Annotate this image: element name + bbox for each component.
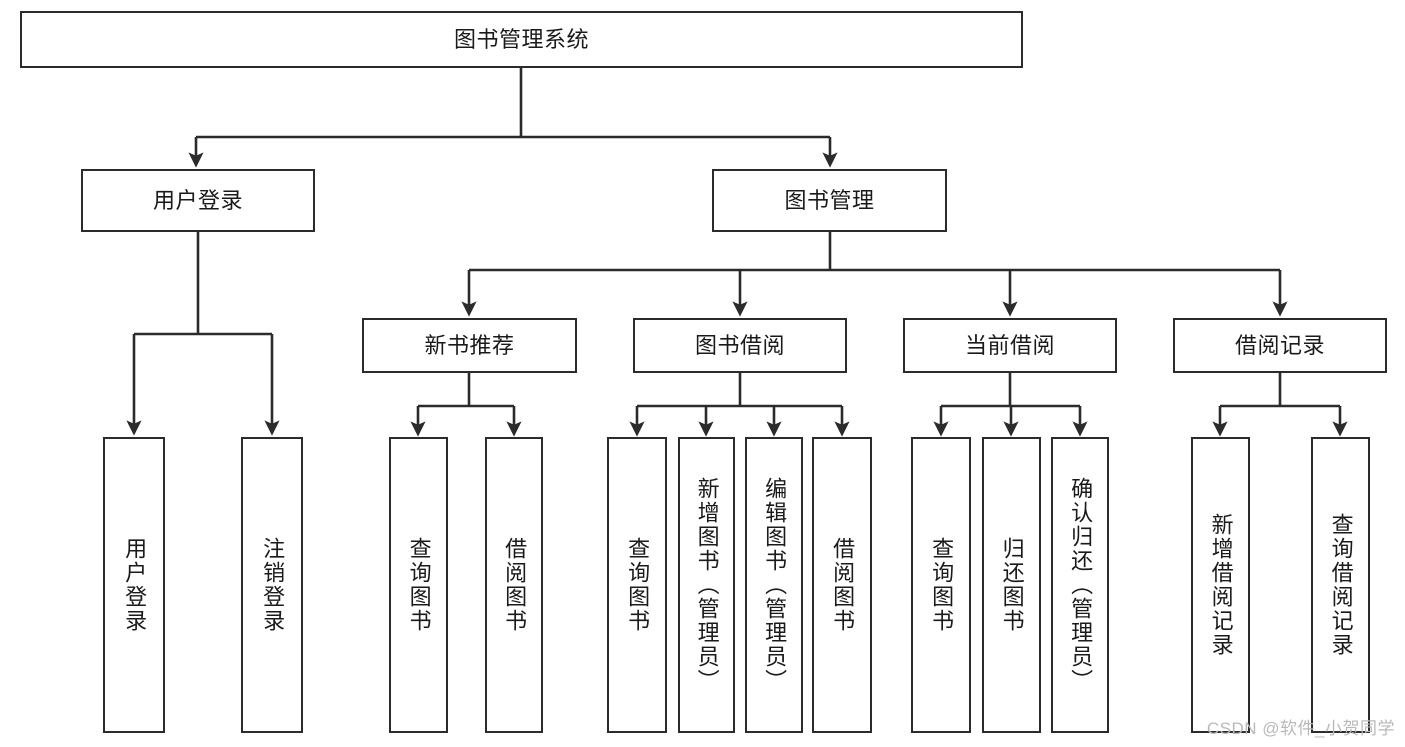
node-leaf-query-book-2[interactable]: 查询图书 xyxy=(607,437,667,733)
node-leaf-query-book-1[interactable]: 查询图书 xyxy=(389,437,448,733)
node-leaf-edit-book-label: 编辑图书（管理员） xyxy=(762,477,788,693)
node-leaf-query-record-label: 查询借阅记录 xyxy=(1328,513,1354,657)
watermark-text: CSDN @软件_小贺同学 xyxy=(1206,719,1395,738)
node-new-book-recommend[interactable]: 新书推荐 xyxy=(362,318,577,373)
node-leaf-return-book-label: 归还图书 xyxy=(999,537,1025,633)
node-leaf-confirm-return-label: 确认归还（管理员） xyxy=(1068,477,1094,693)
node-leaf-add-book[interactable]: 新增图书（管理员） xyxy=(678,437,735,733)
node-book-manage[interactable]: 图书管理 xyxy=(712,169,947,232)
node-leaf-return-book[interactable]: 归还图书 xyxy=(982,437,1041,733)
node-user-login-label: 用户登录 xyxy=(152,187,243,213)
node-leaf-query-record[interactable]: 查询借阅记录 xyxy=(1311,437,1370,733)
node-leaf-query-book-3-label: 查询图书 xyxy=(929,537,955,633)
node-new-book-recommend-label: 新书推荐 xyxy=(424,332,515,358)
node-leaf-borrow-book-1[interactable]: 借阅图书 xyxy=(485,437,543,733)
node-leaf-borrow-book-2[interactable]: 借阅图书 xyxy=(812,437,872,733)
node-leaf-edit-book[interactable]: 编辑图书（管理员） xyxy=(745,437,803,733)
node-leaf-user-login[interactable]: 用户登录 xyxy=(103,437,165,733)
node-book-manage-label: 图书管理 xyxy=(784,187,875,213)
node-leaf-query-book-3[interactable]: 查询图书 xyxy=(911,437,971,733)
node-leaf-borrow-book-1-label: 借阅图书 xyxy=(502,537,528,633)
node-leaf-user-login-label: 用户登录 xyxy=(122,537,148,633)
node-root-label: 图书管理系统 xyxy=(453,26,589,52)
node-current-borrow[interactable]: 当前借阅 xyxy=(903,318,1117,373)
node-borrow-record[interactable]: 借阅记录 xyxy=(1173,318,1387,373)
node-leaf-query-book-1-label: 查询图书 xyxy=(406,537,432,633)
node-leaf-add-record[interactable]: 新增借阅记录 xyxy=(1191,437,1250,733)
node-root[interactable]: 图书管理系统 xyxy=(20,11,1023,68)
node-leaf-confirm-return[interactable]: 确认归还（管理员） xyxy=(1051,437,1109,733)
node-book-borrow[interactable]: 图书借阅 xyxy=(633,318,847,373)
node-leaf-logout-label: 注销登录 xyxy=(260,537,286,633)
node-leaf-query-book-2-label: 查询图书 xyxy=(625,537,651,633)
node-borrow-record-label: 借阅记录 xyxy=(1234,332,1325,358)
node-leaf-add-book-label: 新增图书（管理员） xyxy=(694,477,720,693)
node-leaf-logout[interactable]: 注销登录 xyxy=(241,437,303,733)
node-current-borrow-label: 当前借阅 xyxy=(964,332,1055,358)
node-leaf-borrow-book-2-label: 借阅图书 xyxy=(830,537,856,633)
node-leaf-add-record-label: 新增借阅记录 xyxy=(1208,513,1234,657)
node-user-login[interactable]: 用户登录 xyxy=(81,169,315,232)
node-book-borrow-label: 图书借阅 xyxy=(694,332,785,358)
